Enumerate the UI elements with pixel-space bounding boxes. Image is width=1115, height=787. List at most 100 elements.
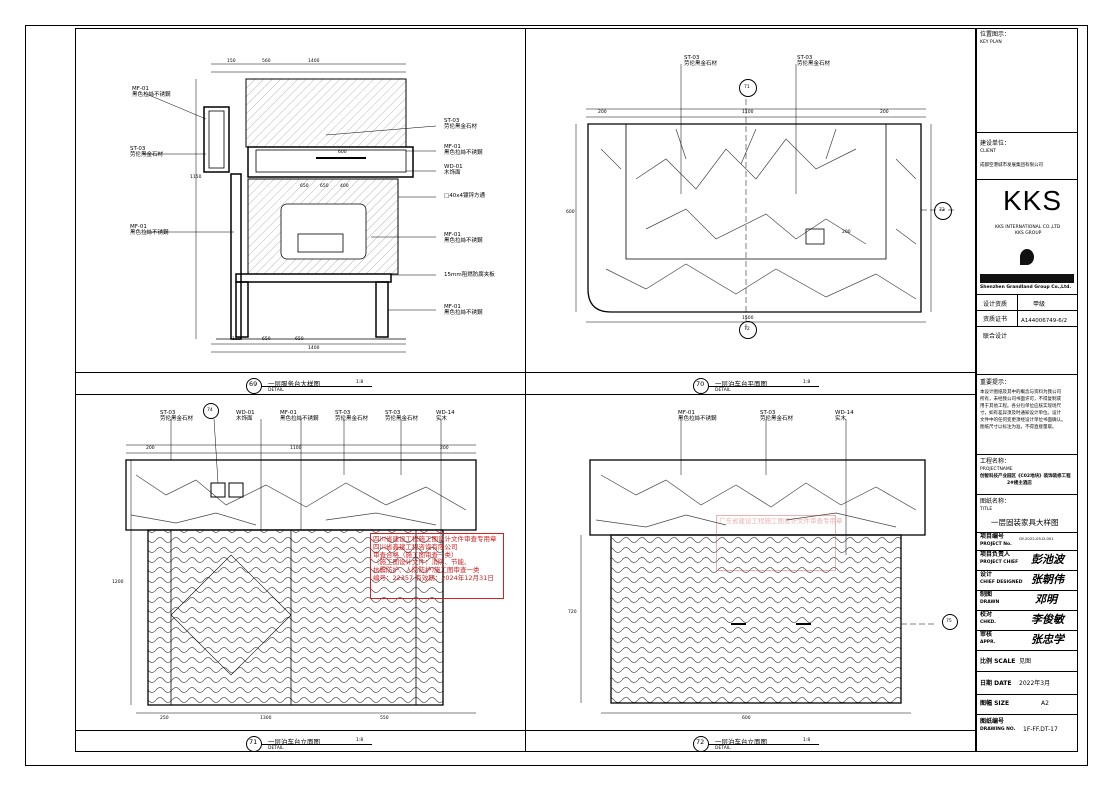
key-plan-label: 位置图示： (980, 31, 1011, 38)
project-en: PROJECTNAME (980, 467, 1013, 472)
client-name: 成都空港城市发展集团有限公司 (980, 163, 1043, 168)
notice-line-4: 寸，如有差异须及时通知设计单位。设计 (980, 411, 1061, 416)
size-label: 图幅 SIZE (980, 700, 1010, 707)
d70-dim-top-1: 200 (598, 110, 607, 115)
dwgno-en: DRAWING NO. (980, 727, 1016, 732)
notice-line-5: 文件中的任何变更须经设计单位书面确认。 (980, 418, 1066, 423)
drawing-69-svg (143, 63, 437, 353)
chief-label: 项目负责人 (980, 551, 1011, 558)
faint-stamp: 广东省建设工程施工图设计文件审查专用章 (716, 515, 843, 571)
notice-line-1: 本设计图纸及其中的概念与资料为我公司 (980, 390, 1061, 395)
d71-dim-bottom-3: 550 (380, 716, 389, 721)
d69-dim-bottom-4: 1400 (308, 346, 320, 351)
client-en: CLIENT (980, 149, 996, 154)
d69-dim-mid-2: 650 (320, 184, 329, 189)
d69-dim-top-1: 150 (227, 59, 236, 64)
dwgno-label: 图纸编号 (980, 718, 1005, 725)
d70-dim-top-2: 1100 (742, 110, 754, 115)
divider-horizontal-3 (75, 730, 976, 731)
grandland-en: Shenzhen Grandland Group Co.,Ltd. (980, 285, 1072, 290)
d69-label-9: 15mm阻燃防腐夹板 (444, 272, 495, 278)
d70-callout-73: 73 (934, 202, 952, 220)
designer-en: CHIEF DESIGNED (980, 580, 1023, 585)
sheet-border (25, 25, 1088, 766)
d71-dim-top-2: 1100 (290, 446, 302, 451)
d69-dim-mid-3: 650 (300, 184, 309, 189)
project-name: 创智科技产业园区《C02地块》装饰装修工程 (980, 474, 1071, 479)
dwgno-value: 1F-FF.DT-17 (1023, 726, 1058, 733)
d72-callout-75: 75 (942, 614, 958, 630)
d71-dim-top-1: 200 (146, 446, 155, 451)
title-label: 图纸名称： (980, 498, 1011, 505)
project-sub: 2#楼主酒店 (1007, 481, 1032, 486)
joint-label: 联合设计 (983, 333, 1008, 340)
d69-dim-bottom-1: 150 (232, 337, 241, 342)
check-label: 校对 (980, 611, 993, 618)
d69-dim-bottom-2: 650 (262, 337, 271, 342)
project-no-value: GY-2022-05-D-001 (1019, 536, 1054, 541)
kks-sub-2: KKS GROUP (1015, 231, 1042, 236)
d69-label-7: □40x4镀锌方通 (444, 193, 485, 199)
designer-signature: 张朝伟 (1031, 573, 1064, 586)
drawn-en: DRAWN (980, 600, 1000, 605)
d69-dim-top-2: 560 (262, 59, 271, 64)
notice-line-6: 图纸尺寸以标注为准，不得直接量取。 (980, 425, 1057, 430)
divider-horizontal-2 (75, 372, 976, 373)
scale-label: 比例 SCALE (980, 658, 1016, 665)
designer-label: 设计 (980, 571, 993, 578)
drawing-70-svg (575, 64, 956, 329)
drawing-72-svg (580, 419, 936, 714)
notice-title: 重要提示： (980, 379, 1011, 386)
notice-line-2: 所有，未经我公司书面许可，不得复制或 (980, 397, 1061, 402)
size-value: A2 (1041, 700, 1049, 707)
d70-dim-right: 200 (842, 230, 851, 235)
d71-dim-top-3: 200 (440, 446, 449, 451)
d69-dim-mid-1: 600 (338, 150, 347, 155)
key-plan-en: KEY PLAN (980, 40, 1002, 45)
d70-dim-bottom: 1500 (742, 316, 754, 321)
project-no-en: PROJECT No. (980, 542, 1012, 547)
title-en: TITLE (980, 507, 993, 512)
date-value: 2022年3月 (1019, 680, 1051, 687)
d71-dim-bottom-1: 250 (160, 716, 169, 721)
project-no-label: 项目编号 (980, 533, 1005, 540)
drawn-signature: 邓明 (1035, 593, 1057, 606)
check-en: CHKD. (980, 620, 997, 625)
qual-label: 设计资质 (983, 301, 1008, 308)
appr-en: APPR. (980, 640, 996, 645)
d70-dim-left: 600 (566, 210, 575, 215)
d72-dim-bottom: 600 (742, 716, 751, 721)
title-block: 位置图示： KEY PLAN 建设单位： CLIENT 成都空港城市发展集团有限… (976, 28, 1078, 752)
d69-dim-top-3: 1400 (308, 59, 320, 64)
cert-value: A144006749-6/2 (1021, 318, 1068, 324)
review-stamp: 四川省建设工程施工图设计文件审查专用章 四川省鑫建工程咨询有限公司 审查合格（施… (370, 533, 504, 599)
d69-dim-mid-4: 400 (340, 184, 349, 189)
project-label: 工程名称： (980, 458, 1011, 465)
chief-signature: 彭池波 (1031, 553, 1064, 566)
d70-callout-72: 72 (739, 321, 757, 339)
client-label: 建设单位： (980, 140, 1011, 147)
d71-dim-bottom-2: 1300 (260, 716, 272, 721)
d69-dim-bottom-3: 650 (295, 337, 304, 342)
drawing-71-svg (125, 418, 477, 714)
divider-vertical (525, 28, 526, 752)
grandland-cn-name-bar (980, 274, 1074, 283)
divider-horizontal (75, 394, 976, 395)
